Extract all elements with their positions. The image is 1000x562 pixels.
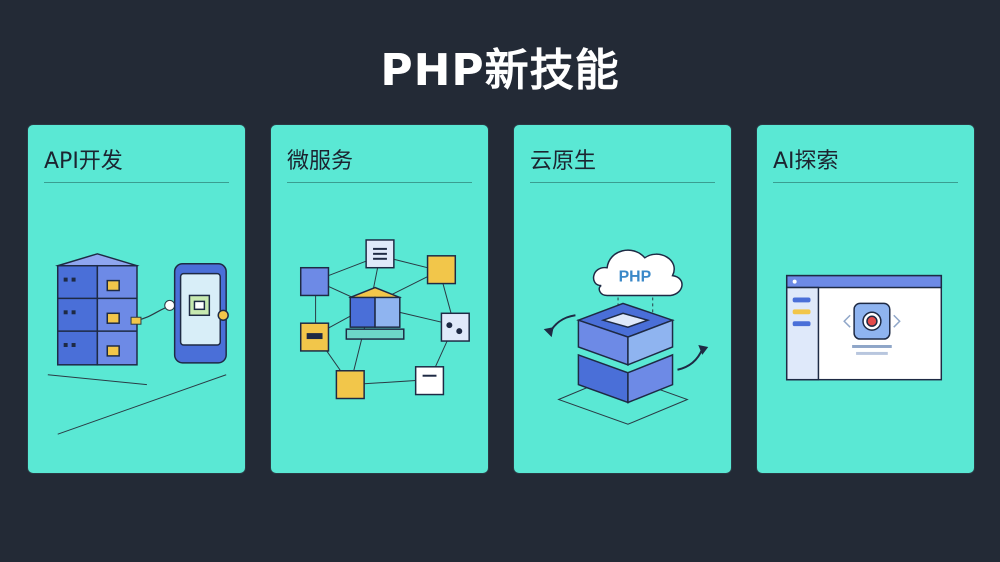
card-ai-exploration[interactable]: AI探索 (756, 124, 975, 474)
card-api[interactable]: API开发 (27, 124, 246, 474)
divider (44, 182, 229, 183)
server-phone-icon (28, 225, 245, 465)
ai-window-icon (757, 225, 974, 465)
microservices-network-icon (271, 225, 488, 465)
card-title: API开发 (44, 149, 123, 174)
card-title: 微服务 (287, 149, 354, 174)
card-title: AI探索 (773, 149, 839, 174)
card-microservices[interactable]: 微服务 (270, 124, 489, 474)
divider (530, 182, 715, 183)
divider (287, 182, 472, 183)
page-title: PHP新技能 (380, 45, 620, 96)
cloud-label: PHP (619, 269, 652, 286)
card-title: 云原生 (530, 149, 597, 174)
card-cloud-native[interactable]: 云原生 PHP (513, 124, 732, 474)
cloud-server-icon: PHP (514, 225, 731, 465)
divider (773, 182, 958, 183)
